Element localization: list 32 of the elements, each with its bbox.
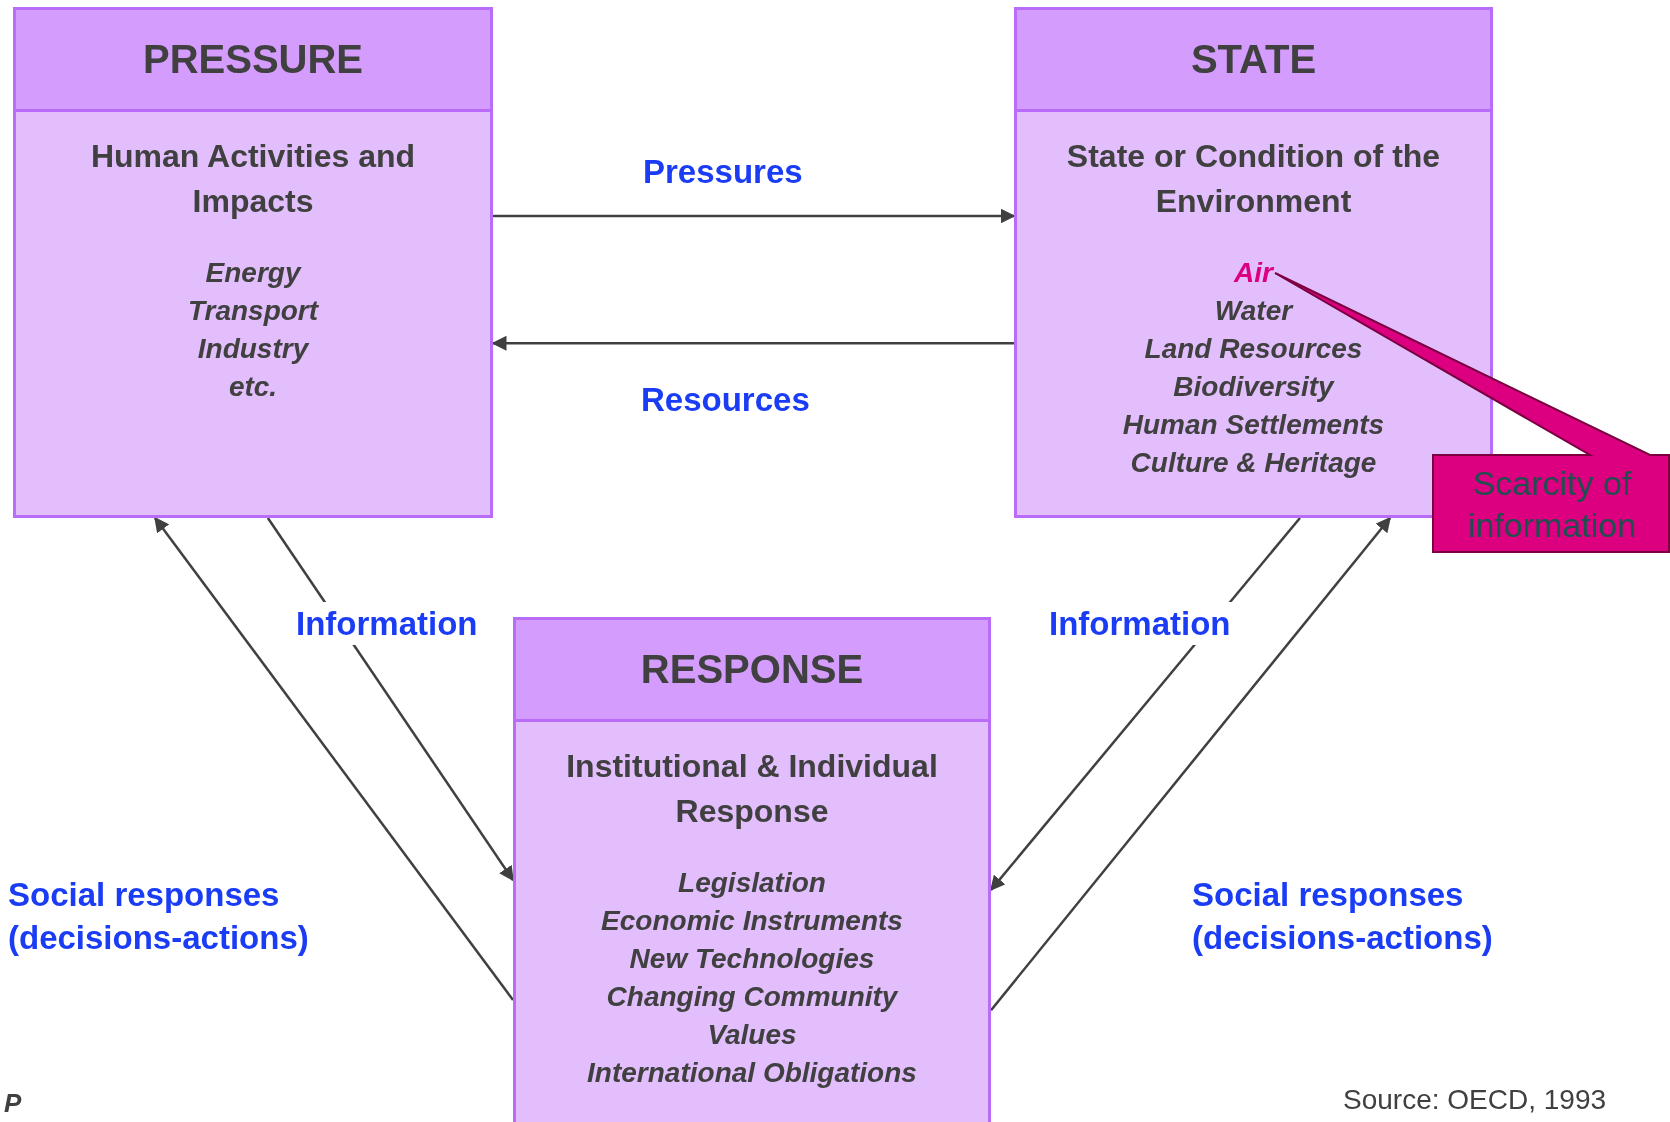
- list-item: Economic Instruments: [601, 904, 903, 938]
- arrow: [990, 517, 1301, 891]
- source-note: Source: OECD, 1993: [1343, 1084, 1607, 1116]
- arrow: [491, 335, 1014, 351]
- arrow: [154, 516, 514, 1001]
- category-box: [513, 617, 991, 1122]
- list-item: Land Resources: [1144, 332, 1363, 366]
- callout-text: Scarcity of information: [1466, 463, 1638, 546]
- arrow: [493, 208, 1016, 224]
- list-item: Energy: [205, 256, 301, 290]
- list-item: Transport: [187, 294, 319, 328]
- category-box: [13, 7, 493, 518]
- list-item: New Technologies: [629, 942, 875, 976]
- list-item: Air: [1234, 256, 1273, 290]
- list-item: Water: [1214, 294, 1293, 328]
- list-item: Changing Community Values: [605, 980, 900, 1052]
- list-item: Industry: [197, 332, 309, 366]
- box-subtitle: State or Condition of the Environment: [1065, 137, 1442, 221]
- arrow: [266, 517, 515, 882]
- box-header: RESPONSE: [516, 620, 988, 722]
- box-subtitle: Human Activities and Impacts: [89, 137, 417, 221]
- box-subtitle: Institutional & Individual Response: [565, 747, 939, 831]
- slide-marker: P: [4, 1088, 22, 1119]
- list-item: International Obligations: [587, 1056, 917, 1090]
- list-item: Legislation: [678, 866, 826, 900]
- arrow: [990, 516, 1391, 1011]
- list-item: Human Settlements: [1122, 408, 1385, 442]
- list-item: etc.: [228, 370, 278, 404]
- box-header: PRESSURE: [16, 10, 490, 112]
- list-item: Culture & Heritage: [1130, 446, 1377, 480]
- box-header: STATE: [1017, 10, 1490, 112]
- list-item: Biodiversity: [1173, 370, 1334, 404]
